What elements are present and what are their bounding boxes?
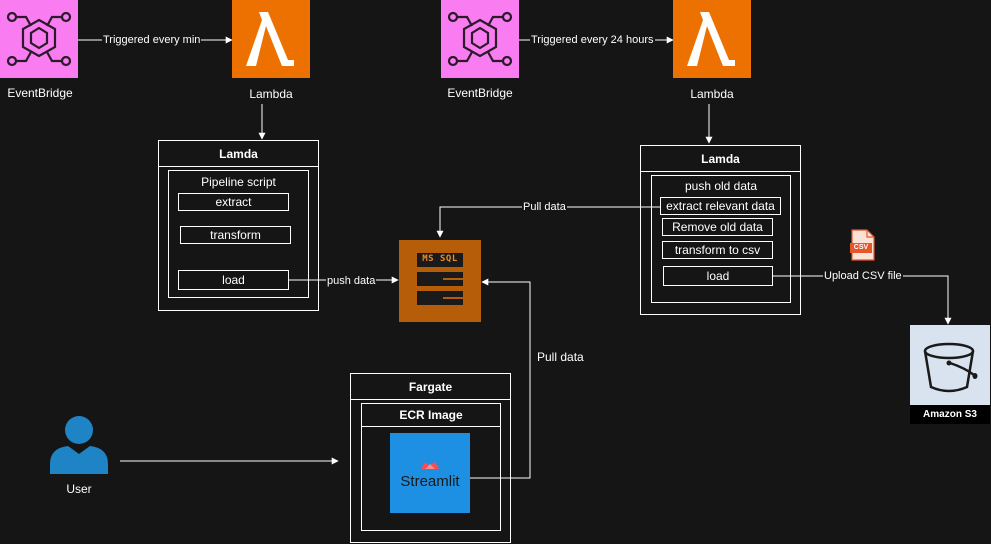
s3-node — [910, 325, 990, 405]
csv-label: CSV — [853, 244, 869, 251]
step-load-right: load — [663, 266, 773, 286]
mssql-label: MS SQL — [422, 254, 458, 264]
s3-label: Amazon S3 — [910, 405, 990, 424]
edge-label-pull-data-top: Pull data — [522, 201, 567, 214]
lambda-icon — [246, 12, 294, 66]
step-transform-csv: transform to csv — [662, 241, 773, 259]
eventbridge-icon — [6, 11, 72, 67]
streamlit-label: Streamlit — [400, 473, 460, 490]
edge-label-trigger-min: Triggered every min — [102, 34, 202, 47]
fargate-container: Fargate — [350, 373, 511, 543]
eventbridge-left-label: EventBridge — [7, 86, 73, 100]
database-icon — [417, 253, 463, 305]
lamda-container-right-title: Lamda — [641, 146, 800, 172]
bucket-icon — [923, 342, 978, 393]
push-old-data-title: push old data — [684, 179, 758, 193]
fargate-title: Fargate — [351, 374, 510, 400]
csv-node: CSV — [850, 229, 876, 261]
csv-file-icon — [850, 229, 875, 261]
lambda-right-node — [673, 0, 751, 78]
lamda-container-left: Lamda — [158, 140, 319, 311]
edge-label-pull-data-right: Pull data — [536, 350, 585, 364]
eventbridge-right-label: EventBridge — [447, 86, 513, 100]
user-label: User — [66, 482, 92, 496]
mssql-node: MS SQL — [399, 240, 481, 322]
edge-pull-data-top — [436, 206, 660, 238]
step-extract-relevant: extract relevant data — [660, 197, 781, 215]
push-old-data-box: push old data — [651, 175, 791, 303]
lambda-left-node — [232, 0, 310, 78]
streamlit-node: Streamlit — [390, 433, 470, 513]
step-load-left: load — [178, 270, 289, 290]
pipeline-script-box: Pipeline script — [168, 170, 309, 298]
ecr-image-title: ECR Image — [362, 404, 500, 427]
eventbridge-left-node — [0, 0, 78, 78]
eventbridge-right-node — [441, 0, 519, 78]
step-remove-old: Remove old data — [662, 218, 773, 236]
eventbridge-icon — [447, 11, 513, 67]
user-node — [50, 414, 108, 474]
lambda-right-label: Lambda — [690, 87, 734, 101]
edge-label-trigger-24h: Triggered every 24 hours — [530, 34, 655, 47]
lamda-container-right: Lamda — [640, 145, 801, 315]
pipeline-script-title: Pipeline script — [201, 175, 276, 189]
step-extract: extract — [178, 193, 289, 211]
lambda-left-label: Lambda — [249, 87, 293, 101]
ecr-image-container: ECR Image — [361, 403, 501, 531]
streamlit-icon — [421, 462, 439, 469]
user-icon — [50, 416, 108, 474]
lamda-container-left-title: Lamda — [159, 141, 318, 167]
edge-label-push-data: push data — [326, 275, 377, 288]
step-transform: transform — [180, 226, 291, 244]
edge-label-upload-csv: Upload CSV file — [823, 270, 903, 283]
lambda-icon — [687, 12, 735, 66]
